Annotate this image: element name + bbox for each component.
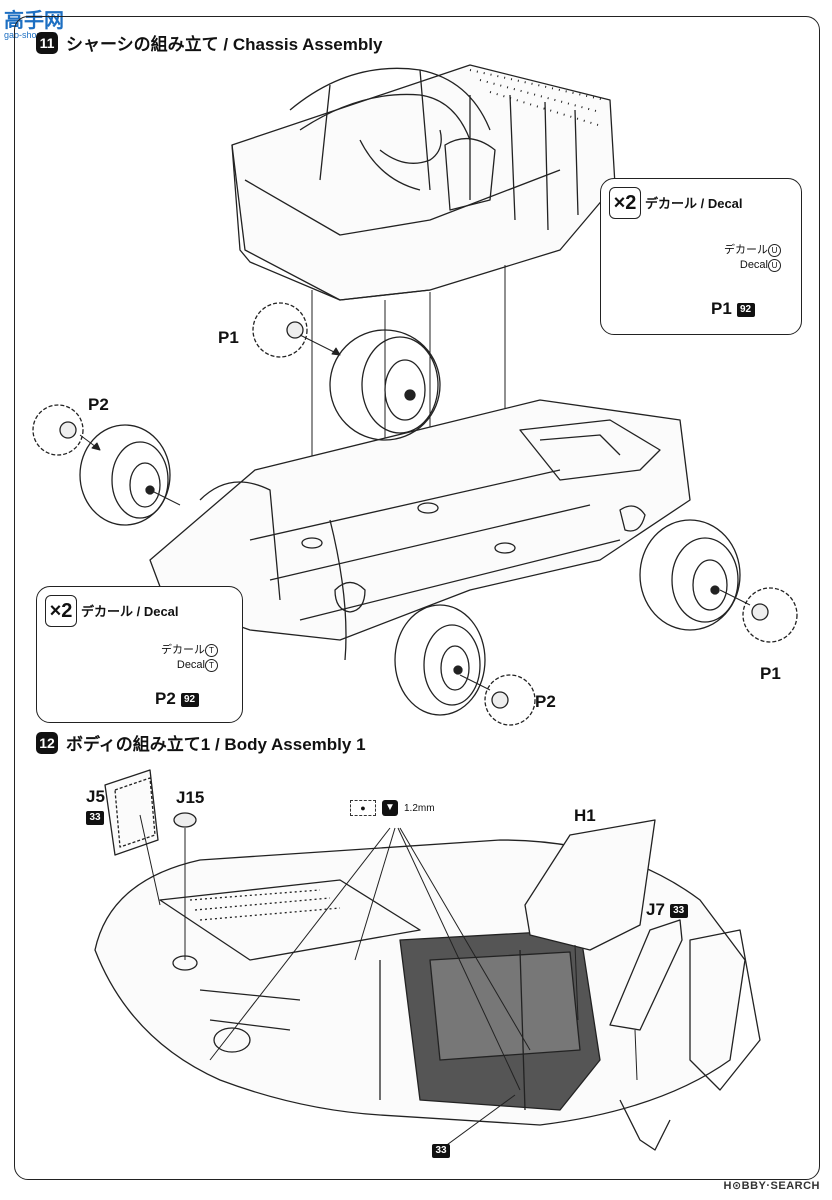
step-12-number: 12 xyxy=(36,731,58,754)
drill-hole-icon: ● xyxy=(350,800,376,816)
step-11-title: シャーシの組み立て / Chassis Assembly xyxy=(66,35,383,54)
brake-disc-p1-top xyxy=(252,302,308,358)
step11-arrows xyxy=(79,334,751,691)
page-frame xyxy=(14,16,820,1180)
decal-title-left: デカール / Decal xyxy=(81,604,179,619)
body-shell-illustration xyxy=(94,839,761,1151)
label-h1: H1 xyxy=(574,806,596,825)
label-j7: J7 33 xyxy=(646,900,688,920)
label-j5: J5 33 xyxy=(86,787,105,825)
part-j15 xyxy=(173,812,197,960)
step-12-header: 12 ボディの組み立て1 / Body Assembly 1 xyxy=(36,730,366,755)
decal-badge-left: 92 xyxy=(180,692,199,707)
wheel-left xyxy=(79,424,171,526)
wheel-bottom xyxy=(394,604,486,716)
step-11-number: 11 xyxy=(36,31,58,54)
brake-disc-p2-left xyxy=(32,404,84,456)
part-j7 xyxy=(609,919,683,1081)
decal-part-right: P1 92 xyxy=(711,299,755,319)
label-p2-left: P2 xyxy=(88,395,109,414)
label-p1-right: P1 xyxy=(760,664,781,683)
chassis-tub-illustration xyxy=(231,64,616,301)
badge-j5: 33 xyxy=(86,810,104,825)
step-12-title: ボディの組み立て1 / Body Assembly 1 xyxy=(66,735,366,754)
drill-size: 1.2mm xyxy=(404,802,435,814)
label-j15: J15 xyxy=(176,788,205,807)
decal-part-left: P2 92 xyxy=(155,689,199,709)
step-11-header: 11 シャーシの組み立て / Chassis Assembly xyxy=(36,30,382,55)
label-bottom-badge: 33 xyxy=(432,1140,450,1160)
badge-j7: 33 xyxy=(669,903,688,918)
brake-disc-p2-bottom xyxy=(484,674,536,726)
wheel-top-center xyxy=(329,329,441,441)
decal-multiplier-left: ×2 xyxy=(45,595,77,627)
chassis-floor-illustration xyxy=(149,399,691,661)
wheel-right xyxy=(639,519,741,631)
part-j5 xyxy=(104,769,161,906)
decal-multiplier-right: ×2 xyxy=(609,187,641,219)
footer-brand: H⊙BBY·SEARCH xyxy=(723,1180,820,1192)
decal-title-right: デカール / Decal xyxy=(645,196,743,211)
decal-badge-right: 92 xyxy=(736,302,755,317)
part-h1 xyxy=(524,819,656,1021)
brake-disc-p1-right xyxy=(742,587,798,643)
drill-indicator: ● ▼ 1.2mm xyxy=(350,800,435,816)
drill-guide-lines xyxy=(209,827,531,1151)
label-p2-bottom: P2 xyxy=(535,692,556,711)
drill-bit-icon: ▼ xyxy=(382,800,398,816)
label-p1-top: P1 xyxy=(218,328,239,347)
